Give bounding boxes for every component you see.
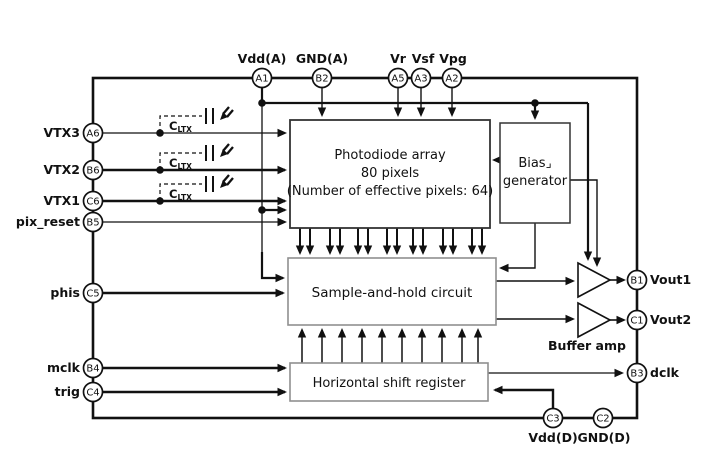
svg-text:C2: C2	[596, 414, 609, 425]
svg-text:B2: B2	[315, 74, 328, 85]
pin-a3: A3	[410, 67, 432, 89]
photodiode-array-pixels: 80 pixels	[361, 166, 419, 181]
junction-dot	[258, 206, 266, 214]
vdda-to-samplehold-wire	[260, 252, 285, 283]
gnda-label: GND(A)	[296, 51, 348, 66]
svg-text:B6: B6	[86, 166, 99, 177]
pin-c3: C3	[542, 407, 564, 429]
pix-reset-label: pix_reset	[16, 214, 80, 230]
photodiode-array-title: Photodiode array	[334, 148, 446, 163]
vpg-label: Vpg	[439, 51, 467, 66]
svg-text:A5: A5	[391, 74, 404, 85]
package-outline	[91, 76, 639, 420]
vdda-rail	[260, 87, 588, 105]
pin-b4: B4	[82, 357, 104, 379]
pin-a2: A2	[441, 67, 463, 89]
svg-text:C3: C3	[546, 414, 559, 425]
svg-text:B4: B4	[86, 364, 99, 375]
pin-b1: B1	[626, 269, 648, 291]
photodiode-array-effective: (Number of effective pixels: 64)	[287, 184, 493, 199]
vdda-label: Vdd(A)	[238, 51, 287, 66]
vtx2-label: VTX2	[43, 162, 80, 177]
svg-text:A2: A2	[445, 74, 458, 85]
vout1-label: Vout1	[650, 272, 691, 287]
pin-a5: A5	[387, 67, 409, 89]
svg-text:B3: B3	[630, 369, 643, 380]
buffer-amp-label: Buffer amp	[548, 338, 626, 353]
vout2-label: Vout2	[650, 312, 691, 327]
vsf-label: Vsf	[412, 51, 435, 66]
pin-b3: B3	[626, 362, 648, 384]
pins: A1 B2 A5 A3 A2 A6 B6 C6 B5 C5 B4 C4 B1 C…	[82, 67, 648, 429]
junction-dot	[258, 99, 266, 107]
bias-to-buffer-wire	[570, 179, 602, 267]
dclk-label: dclk	[650, 365, 680, 380]
pin-a6: A6	[82, 122, 104, 144]
svg-text:C4: C4	[86, 388, 99, 399]
pin-c4: C4	[82, 381, 104, 403]
svg-text:A6: A6	[86, 129, 99, 140]
shiftregister-to-samplehold-arrows	[297, 328, 483, 363]
block-labels: Photodiode array 80 pixels (Number of ef…	[287, 148, 626, 391]
svg-text:C5: C5	[86, 289, 99, 300]
svg-text:A3: A3	[414, 74, 427, 85]
svg-text:C1: C1	[630, 316, 643, 327]
capacitor-group-vtx3	[155, 105, 235, 138]
array-to-samplehold-arrows	[295, 228, 487, 255]
shift-register-block	[289, 362, 489, 402]
wires	[102, 87, 626, 409]
phis-label: phis	[50, 285, 80, 300]
vtx1-label: VTX1	[43, 193, 80, 208]
pin-c1: C1	[626, 309, 648, 331]
vtx3-label: VTX3	[43, 125, 80, 140]
pin-b2: B2	[311, 67, 333, 89]
svg-text:A1: A1	[255, 74, 268, 85]
svg-text:B1: B1	[630, 276, 643, 287]
sample-hold-label: Sample-and-hold circuit	[312, 285, 473, 301]
junction-dot	[531, 99, 539, 107]
gndd-label: GND(D)	[578, 430, 631, 445]
buffer-amp2-icon	[577, 301, 612, 339]
vr-label: Vr	[390, 51, 407, 66]
bias-to-samplehold-wire	[499, 223, 536, 273]
sample-hold-block	[287, 257, 497, 326]
bias-generator-line1: Bias⌟	[518, 156, 551, 171]
vddd-wire	[493, 385, 555, 409]
shift-register-label: Horizontal shift register	[313, 376, 467, 391]
bias-generator-block	[499, 122, 571, 224]
svg-text:B5: B5	[86, 218, 99, 229]
buffer-amp1-icon	[577, 261, 612, 299]
svg-text:C6: C6	[86, 197, 99, 208]
pin-c5: C5	[82, 282, 104, 304]
vddd-label: Vdd(D)	[528, 430, 577, 445]
pin-b5: B5	[82, 211, 104, 233]
photodiode-array-block	[289, 119, 491, 229]
pin-b6: B6	[82, 159, 104, 181]
pin-a1: A1	[251, 67, 273, 89]
pin-c2: C2	[592, 407, 614, 429]
pin-labels: Vdd(A) GND(A) Vr Vsf Vpg VTX3 VTX2 VTX1 …	[16, 51, 691, 445]
mclk-label: mclk	[47, 360, 81, 375]
bias-generator-line2: generator	[503, 174, 568, 189]
trig-label: trig	[55, 384, 80, 399]
pin-c6: C6	[82, 190, 104, 212]
